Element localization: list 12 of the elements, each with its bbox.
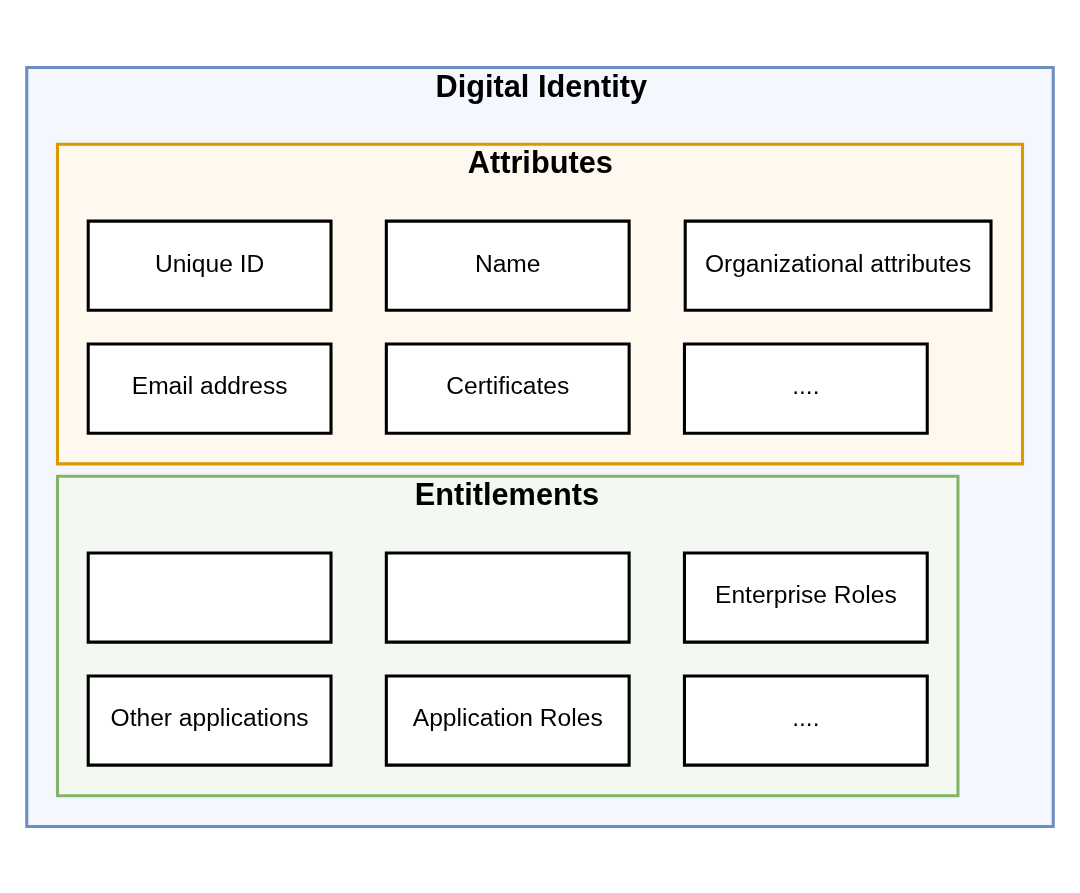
node-box: .... — [682, 342, 929, 435]
node-box: Unique ID — [86, 219, 333, 312]
node-box: Name — [384, 219, 631, 312]
node-box: Organizational attributes — [683, 219, 993, 312]
node-box — [86, 551, 333, 644]
node-box: Email address — [86, 342, 333, 435]
node-box: .... — [682, 673, 929, 767]
node-box — [384, 551, 631, 644]
node-box: Certificates — [384, 342, 631, 435]
node-box: Other applications — [86, 673, 333, 767]
node-box: Enterprise Roles — [682, 551, 929, 644]
node-box: Application Roles — [384, 673, 631, 767]
